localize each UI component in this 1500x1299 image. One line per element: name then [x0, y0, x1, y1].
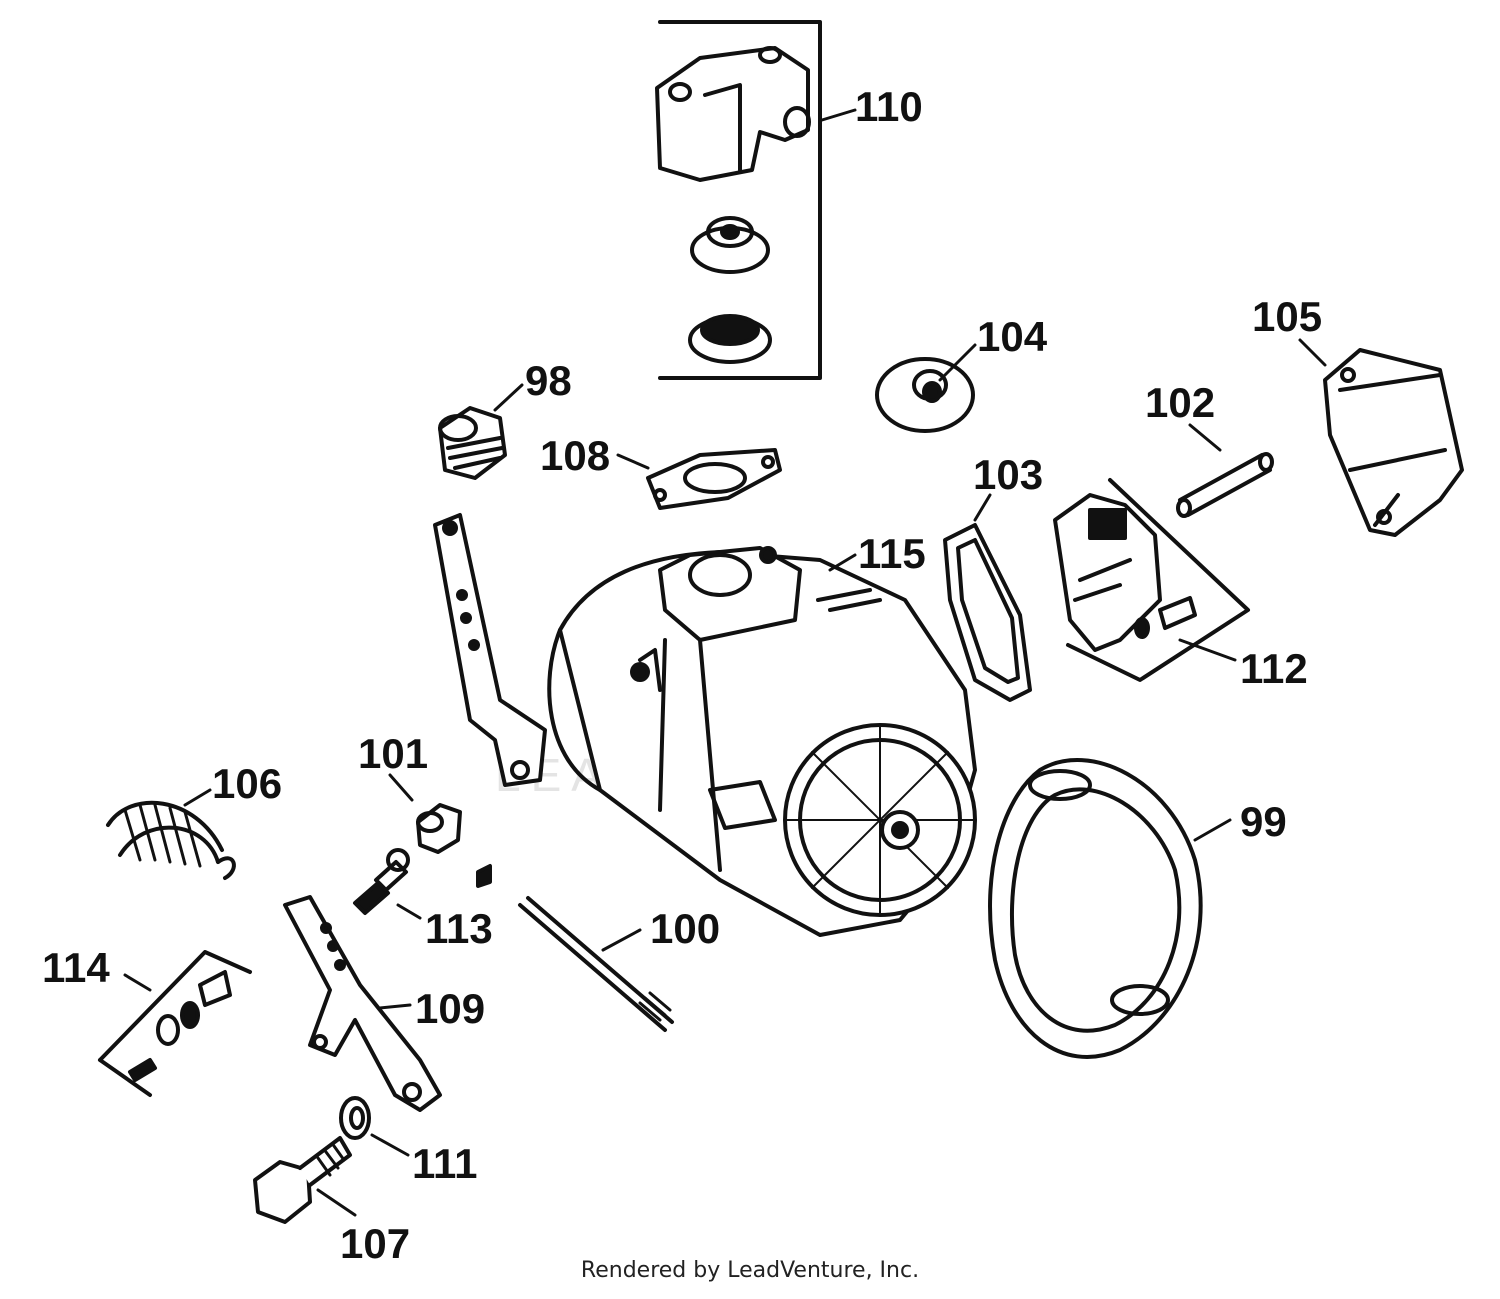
part-114-kit — [98, 950, 252, 1097]
callout-103: 103 — [973, 451, 1044, 498]
callout-112: 112 — [1240, 645, 1308, 692]
footer-credit: Rendered by LeadVenture, Inc. — [580, 1258, 920, 1283]
callout-99: 99 — [1240, 798, 1287, 845]
callout-110: 110 — [855, 83, 923, 130]
part-108-gasket — [646, 448, 782, 510]
part-111-washer — [339, 1096, 371, 1140]
part-113-stud — [353, 848, 410, 915]
part-105-cover — [1323, 348, 1464, 537]
callout-98: 98 — [525, 357, 572, 404]
part-107-bolt — [253, 1136, 352, 1224]
lever-arm — [433, 513, 547, 787]
callout-101: 101 — [358, 730, 429, 777]
part-101-sleeve — [416, 803, 492, 888]
callout-113: 113 — [425, 905, 493, 952]
part-109-lever — [283, 895, 442, 1112]
callout-109: 109 — [415, 985, 486, 1032]
callout-105: 105 — [1252, 293, 1323, 340]
part-115-housing — [547, 546, 977, 937]
part-103-gasket — [943, 523, 1032, 702]
part-102-pin — [1176, 452, 1274, 518]
part-106-spring — [106, 800, 236, 880]
callout-111: 111 — [412, 1140, 478, 1187]
callout-102: 102 — [1145, 379, 1216, 426]
part-104-disc — [875, 357, 975, 433]
callout-106: 106 — [212, 760, 283, 807]
callout-108: 108 — [540, 432, 611, 479]
callout-115: 115 — [858, 530, 926, 577]
part-99-gasket — [988, 758, 1203, 1059]
callout-107: 107 — [340, 1220, 411, 1267]
leader-lines — [123, 108, 1327, 1217]
part-110-assembly — [655, 20, 822, 380]
part-112-assembly — [1053, 478, 1250, 682]
callout-100: 100 — [650, 905, 721, 952]
part-98-plug — [438, 406, 507, 480]
callout-104: 104 — [977, 313, 1048, 360]
part-100-rod — [518, 896, 674, 1032]
callout-114: 114 — [42, 944, 110, 991]
